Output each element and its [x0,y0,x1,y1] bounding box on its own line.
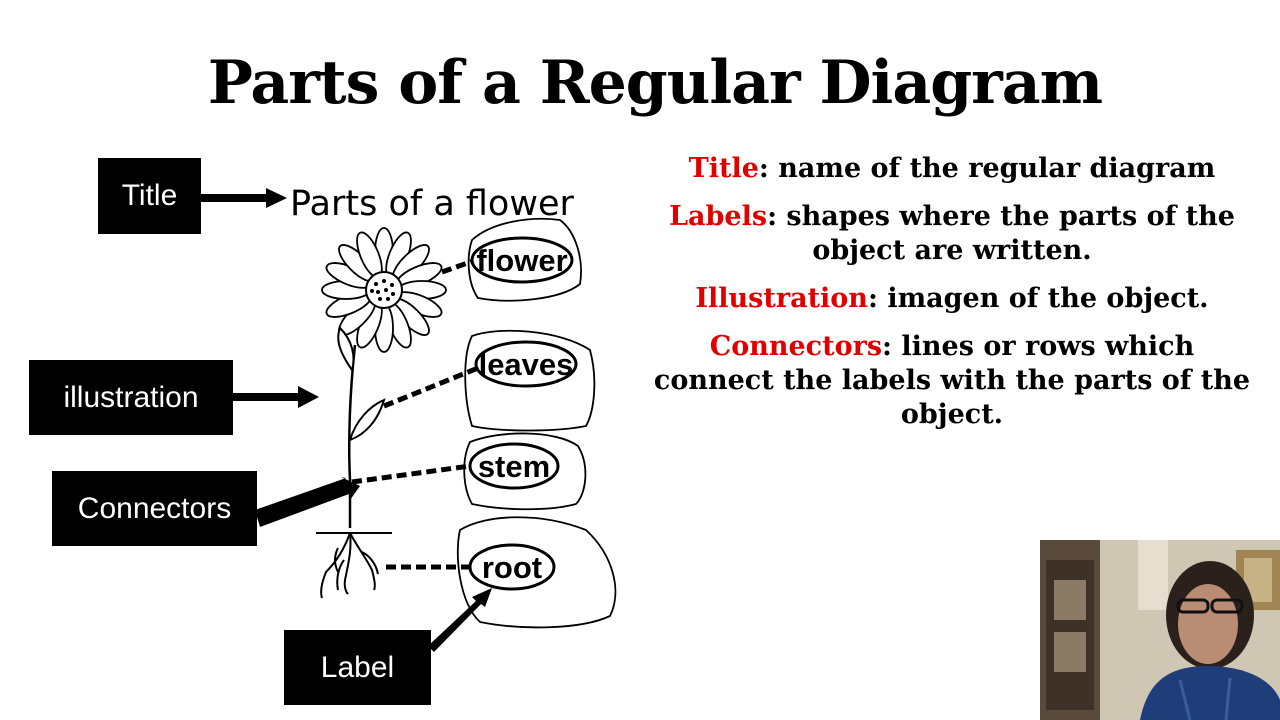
title-arrow [200,188,287,208]
connectors-arrow [255,477,360,527]
flower-head [321,227,447,353]
dashed-connectors [351,257,479,570]
slide-title: Parts of a Regular Diagram [207,48,1103,118]
label-leaves-text: leaves [479,347,574,382]
definition-term: Illustration [695,283,868,314]
webcam-video [1040,540,1280,720]
connector-stem [351,463,471,485]
definition-title: Title: name of the regular diagram [652,152,1252,186]
label-stem: stem [468,442,560,490]
flower-illustration [316,227,447,599]
callout-title: Title [98,158,201,234]
enclosure-root [456,516,617,629]
presenter-image [1040,540,1280,720]
label-flower: flower [470,236,574,284]
definition-text: : name of the regular diagram [758,153,1216,184]
definition-term: Title [688,153,759,184]
definition-connectors: Connectors: lines or rows which connect … [652,330,1252,432]
definition-text: : lines or rows which connect the labels… [653,331,1251,430]
enclosure-flower [467,217,582,302]
definition-labels: Labels: shapes where the parts of the ob… [652,200,1252,268]
label-stem-text: stem [478,449,550,484]
label-leaves: leaves [474,340,578,388]
definition-term: Connectors [709,331,883,362]
label-root-text: root [482,550,542,585]
callout-illustration: illustration [29,360,233,435]
label-flower-text: flower [476,243,567,278]
flower-diagram: Parts of a flower [200,184,617,652]
definition-text: : imagen of the object. [867,283,1209,314]
label-root: root [468,543,556,591]
connector-flower [441,257,477,275]
label-enclosures [456,217,617,629]
callout-connectors: Connectors [52,471,257,546]
flower-center-dots [370,279,395,301]
label-arrow [428,588,492,652]
roots [320,532,379,599]
definition-term: Labels [669,201,768,232]
connector-leaves [383,365,479,409]
diagram-title: Parts of a flower [290,184,575,224]
definition-illustration: Illustration: imagen of the object. [652,282,1252,316]
definition-text: : shapes where the parts of the object a… [767,201,1235,266]
leaf-lower [348,398,386,442]
callout-label: Label [284,630,431,705]
illustration-arrow [232,386,319,408]
definitions-panel: Title: name of the regular diagram Label… [652,152,1252,446]
leaf-upper [337,326,355,373]
enclosure-stem [463,432,587,511]
diagram-labels: flower leaves stem root [468,236,578,591]
callout-arrows [200,188,492,652]
enclosure-leaves [464,329,596,432]
